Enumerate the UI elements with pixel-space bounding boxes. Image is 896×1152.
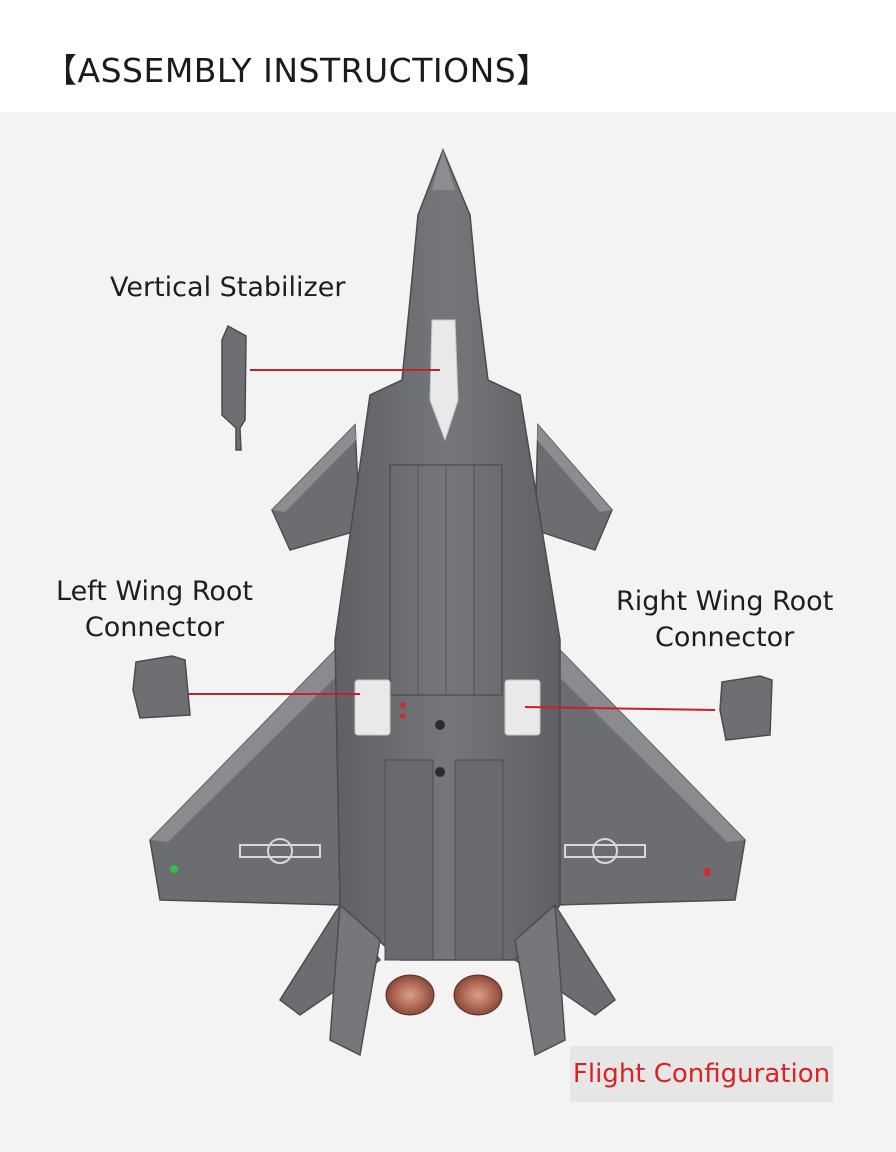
flight-configuration-badge: Flight Configuration [570, 1046, 833, 1102]
left-wing-root-label-line2: Connector [84, 612, 225, 643]
left-insignia [239, 838, 321, 864]
left-wing-root-connector-part [132, 655, 191, 719]
fuselage [334, 147, 561, 961]
right-wing-root-label-line1: Right Wing Root [616, 586, 834, 617]
right-insignia [564, 838, 646, 864]
right-wing-root-connector-part [719, 675, 773, 741]
vertical-stabilizer-part [221, 324, 247, 451]
page-title: 【ASSEMBLY INSTRUCTIONS】 [44, 51, 550, 90]
right-wing-root-connector-label: Right Wing Root Connector [616, 584, 833, 656]
right-wing-root-label-line2: Connector [655, 622, 795, 653]
header-band [0, 0, 896, 112]
vertical-stabilizer-label: Vertical Stabilizer [110, 272, 346, 303]
left-wing-root-connector-label: Left Wing Root Connector [56, 574, 253, 646]
right-wing-root-callout-line [524, 706, 716, 711]
left-wing-root-label-line1: Left Wing Root [56, 576, 253, 607]
